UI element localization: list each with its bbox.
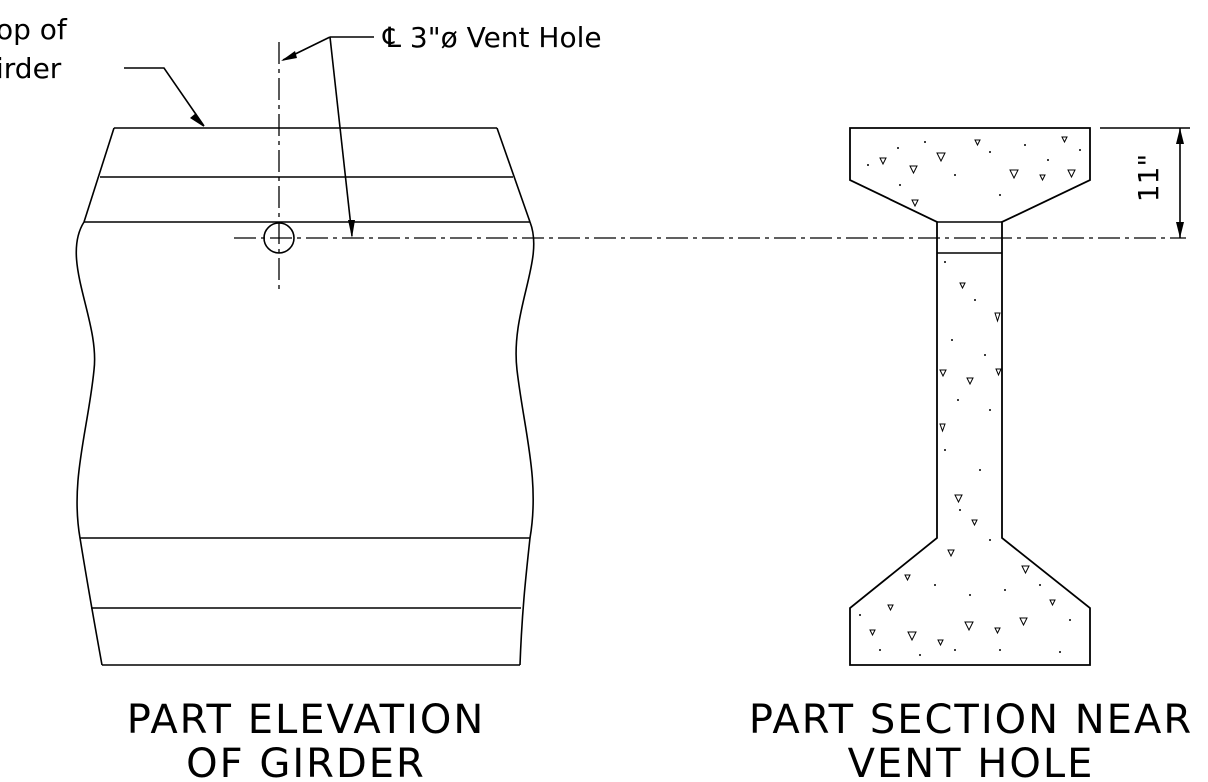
dimension-text: 11" (1132, 154, 1165, 203)
elevation-right-break-line (515, 221, 535, 666)
concrete-hatch (869, 136, 1076, 647)
leader-arrowhead (281, 51, 297, 61)
girder-elevation (75, 42, 535, 666)
elevation-left-break-line (75, 221, 103, 666)
girder-section (849, 127, 1091, 666)
elevation-right-flange-slope (496, 127, 531, 223)
section-title-line1: PART SECTION NEAR (749, 697, 1193, 743)
elevation-title-line2: OF GIRDER (186, 741, 426, 782)
vent-hole-callout-label: ℄ 3"ø Vent Hole (382, 21, 602, 54)
section-title-line2: VENT HOLE (848, 741, 1095, 782)
elevation-left-flange-slope (83, 127, 115, 223)
concrete-specks (859, 141, 1081, 656)
leader-arrowhead (190, 113, 204, 127)
top-of-girder-leader (124, 67, 205, 127)
top-of-girder-label-line2: irder (0, 52, 62, 85)
leader-arrowhead (348, 220, 355, 238)
elevation-title-line1: PART ELEVATION (127, 697, 486, 743)
section-outline (849, 127, 1091, 666)
vent-hole-leader (281, 36, 374, 238)
top-of-girder-label-line1: op of (0, 13, 68, 46)
dimension-11-inch: 11" (1100, 127, 1190, 238)
dimension-arrow-bottom (1176, 222, 1184, 238)
dimension-arrow-top (1176, 128, 1184, 144)
